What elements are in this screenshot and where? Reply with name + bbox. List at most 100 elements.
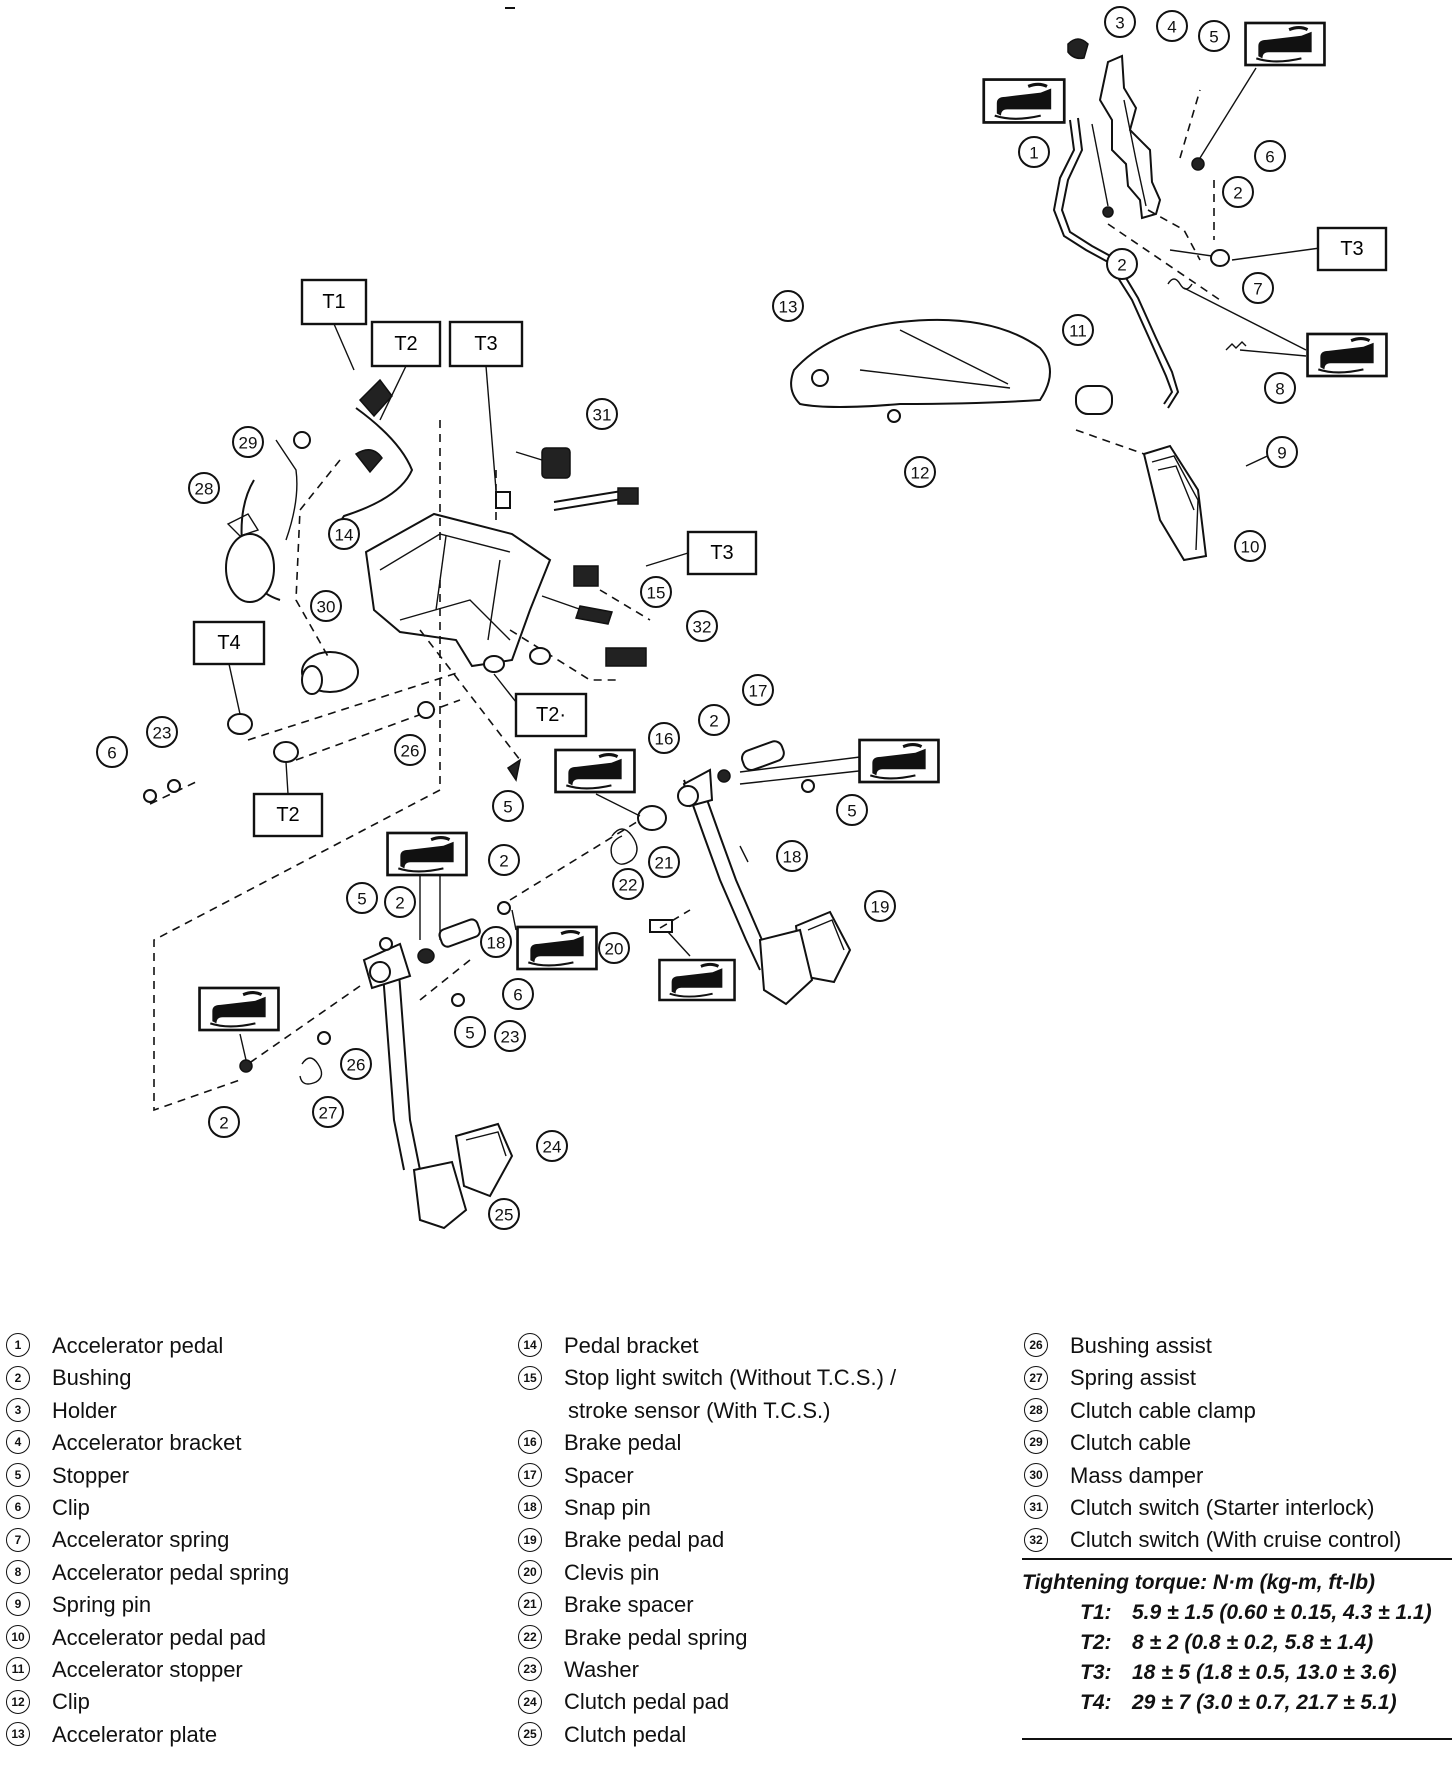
torque-label-t4: T4 xyxy=(192,620,266,715)
svg-text:22: 22 xyxy=(619,876,638,895)
callout-6: 6 xyxy=(96,736,128,768)
legend-label: Spring assist xyxy=(1070,1365,1196,1391)
spring-assist xyxy=(299,1057,323,1085)
svg-text:2: 2 xyxy=(219,1114,228,1133)
legend-number: 19 xyxy=(518,1527,542,1552)
legend-label: Brake pedal pad xyxy=(564,1527,725,1553)
callout-28: 28 xyxy=(188,472,220,504)
torque-label-t3-mid: T3 xyxy=(645,530,758,576)
legend-number: 5 xyxy=(6,1462,30,1487)
legend-number: 16 xyxy=(518,1430,542,1455)
accelerator-pedal-pad xyxy=(1142,444,1208,562)
svg-text:T1: T1 xyxy=(322,291,345,313)
svg-text:14: 14 xyxy=(335,526,354,545)
callout-10: 10 xyxy=(1234,530,1266,562)
callout-32: 32 xyxy=(686,610,718,642)
callout-23: 23 xyxy=(494,1020,526,1052)
svg-text:30: 30 xyxy=(317,598,336,617)
callout-16: 16 xyxy=(648,722,680,754)
legend-label: Accelerator pedal spring xyxy=(52,1559,290,1585)
legend-label: Holder xyxy=(52,1397,117,1423)
svg-text:5: 5 xyxy=(1209,28,1218,47)
brake-pedal-assembly xyxy=(497,740,869,1006)
legend-number: 24 xyxy=(518,1689,542,1714)
callout-2: 2 xyxy=(208,1106,240,1138)
torque-row-label: T1: xyxy=(1080,1601,1112,1624)
svg-text:19: 19 xyxy=(871,898,890,917)
svg-text:1: 1 xyxy=(1029,144,1038,163)
callout-30: 30 xyxy=(310,590,342,622)
clutch-switch-starter-interlock xyxy=(541,447,571,479)
legend-number: 13 xyxy=(6,1722,30,1747)
legend-number: 3 xyxy=(6,1398,30,1422)
legend-number: 2 xyxy=(6,1365,30,1390)
legend-label: stroke sensor (With T.C.S.) xyxy=(568,1397,831,1423)
callout-22: 22 xyxy=(612,868,644,900)
legend-number: 6 xyxy=(6,1495,30,1520)
callout-2: 2 xyxy=(1106,248,1138,280)
grease-icon xyxy=(982,78,1109,207)
legend-label: Pedal bracket xyxy=(564,1333,699,1358)
torque-label-t2-mid: T2· xyxy=(493,673,588,738)
callout-2: 2 xyxy=(488,844,520,876)
legend-label: Clip xyxy=(52,1689,90,1715)
legend-label: Accelerator stopper xyxy=(52,1657,243,1683)
accelerator-plate xyxy=(790,318,1051,408)
torque-row-label: T4: xyxy=(1080,1691,1112,1714)
legend-label: Clutch pedal xyxy=(564,1721,687,1747)
legend-number: 12 xyxy=(6,1689,30,1714)
legend-label: Brake pedal spring xyxy=(564,1624,748,1650)
svg-text:26: 26 xyxy=(401,742,420,761)
callout-5: 5 xyxy=(1198,20,1230,52)
legend-label: Clutch switch (Starter interlock) xyxy=(1070,1495,1375,1521)
legend-item: 3 Holder xyxy=(6,1395,289,1427)
svg-text:18: 18 xyxy=(783,848,802,867)
legend-number: 27 xyxy=(1024,1365,1048,1390)
svg-text:2: 2 xyxy=(1233,184,1242,203)
legend-number: 10 xyxy=(6,1624,30,1649)
grease-icon xyxy=(1183,287,1388,378)
callout-15: 15 xyxy=(640,576,672,608)
svg-text:29: 29 xyxy=(239,434,258,453)
spacer xyxy=(741,740,785,771)
brake-pedal-spring xyxy=(610,828,638,865)
svg-text:24: 24 xyxy=(543,1138,562,1157)
callout-11: 11 xyxy=(1062,314,1094,346)
torque-row: T2:8 ± 2 (0.8 ± 0.2, 5.8 ± 1.4) xyxy=(1022,1628,1452,1658)
legend-label: Accelerator pedal pad xyxy=(52,1624,267,1650)
svg-text:27: 27 xyxy=(319,1104,338,1123)
svg-text:T3: T3 xyxy=(474,333,497,355)
svg-text:13: 13 xyxy=(779,298,798,317)
callout-8: 8 xyxy=(1264,372,1296,404)
callout-6: 6 xyxy=(502,978,534,1010)
legend-label: Mass damper xyxy=(1070,1462,1204,1488)
legend-label: Spring pin xyxy=(52,1592,152,1618)
grease-icon xyxy=(386,831,468,877)
legend-number: 1 xyxy=(6,1333,30,1358)
legend-label: Clutch cable xyxy=(1070,1430,1192,1456)
svg-text:20: 20 xyxy=(605,940,624,959)
legend-number: 15 xyxy=(518,1365,542,1390)
svg-text:6: 6 xyxy=(1265,148,1274,167)
legend-number: 31 xyxy=(1024,1495,1048,1520)
svg-text:18: 18 xyxy=(487,934,506,953)
legend-number: 32 xyxy=(1024,1527,1048,1552)
legend-item: stroke sensor (With T.C.S.) xyxy=(518,1395,896,1427)
callout-1: 1 xyxy=(1018,136,1050,168)
svg-text:T3: T3 xyxy=(710,542,733,564)
torque-label-t3-right: T3 xyxy=(1316,226,1388,272)
torque-row-value: 8 ± 2 (0.8 ± 0.2, 5.8 ± 1.4) xyxy=(1132,1631,1374,1654)
